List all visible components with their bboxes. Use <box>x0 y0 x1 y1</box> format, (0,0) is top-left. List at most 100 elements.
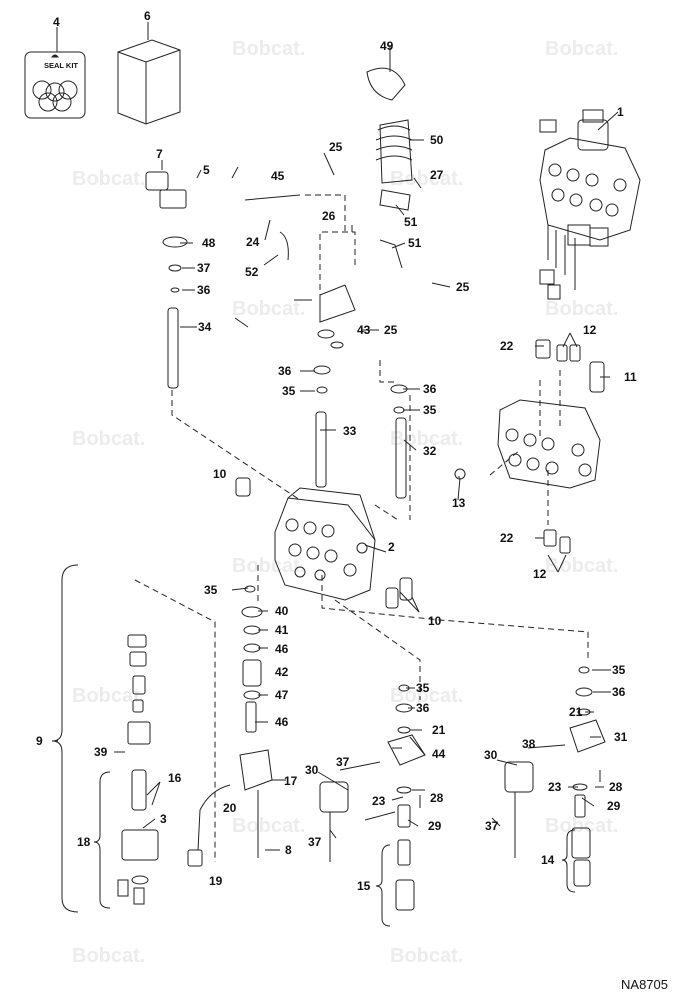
callout-label: 40 <box>275 604 289 618</box>
callout-label: 52 <box>245 265 259 279</box>
callout-label: 21 <box>569 705 583 719</box>
watermark: Bobcat. <box>545 298 619 320</box>
callout-label: 35 <box>204 583 218 597</box>
callout-label: 45 <box>271 169 285 183</box>
seal-kit-label: SEAL KIT <box>43 61 79 70</box>
valve-assembly-1 <box>539 109 641 300</box>
callout-label: 16 <box>168 771 182 785</box>
right-column-parts <box>504 666 606 887</box>
watermark: Bobcat. <box>72 945 146 967</box>
watermark: Bobcat. <box>390 428 464 450</box>
callout-label: 8 <box>285 843 292 857</box>
callout-label: 17 <box>284 774 298 788</box>
callout-label: 32 <box>423 444 437 458</box>
callout-label: 50 <box>430 133 444 147</box>
callout-label: 37 <box>308 835 322 849</box>
callout-label: 25 <box>384 323 398 337</box>
callout-label: 34 <box>198 320 212 334</box>
brace-9 <box>51 564 79 913</box>
lower-left-parts <box>117 634 159 905</box>
callout-label: 31 <box>614 730 628 744</box>
center-right-parts <box>319 684 426 911</box>
callout-label: 25 <box>456 280 470 294</box>
brace-18 <box>93 771 111 909</box>
callout-label: 36 <box>197 283 211 297</box>
callout-label: 18 <box>77 835 91 849</box>
callout-label: 41 <box>275 623 289 637</box>
watermark: Bobcat. <box>72 428 146 450</box>
callout-label: 26 <box>322 209 336 223</box>
callout-label: 42 <box>275 665 289 679</box>
watermark: Bobcat. <box>545 38 619 60</box>
watermark: Bobcat. <box>232 298 306 320</box>
callout-label: 23 <box>548 780 562 794</box>
drawing-code: NA8705 <box>621 977 668 992</box>
callout-label: 22 <box>500 531 514 545</box>
callout-label: 33 <box>343 424 357 438</box>
callout-label: 35 <box>282 384 296 398</box>
callout-label: 27 <box>430 168 444 182</box>
callout-label: 25 <box>329 140 343 154</box>
callout-label: 38 <box>522 737 536 751</box>
callout-label: 37 <box>197 261 211 275</box>
callout-label: 44 <box>432 747 446 761</box>
callout-label: 46 <box>275 715 289 729</box>
callout-label: 36 <box>612 685 626 699</box>
watermark: Bobcat. <box>545 815 619 837</box>
callout-label: 30 <box>484 748 498 762</box>
callout-label: 35 <box>612 663 626 677</box>
callout-label: 12 <box>583 323 597 337</box>
callout-label: 46 <box>275 642 289 656</box>
callout-label: 28 <box>609 780 623 794</box>
callout-label: 3 <box>160 812 167 826</box>
callout-label: 24 <box>246 235 260 249</box>
callout-label: 13 <box>452 496 466 510</box>
watermark: Bobcat. <box>232 38 306 60</box>
parts-box <box>117 39 181 125</box>
callout-label: 11 <box>624 370 637 384</box>
watermark: Bobcat. <box>390 945 464 967</box>
callout-label: 15 <box>357 879 371 893</box>
callout-label: 19 <box>209 874 223 888</box>
callout-label: 2 <box>388 540 395 554</box>
brace-15 <box>375 844 391 927</box>
callout-label: 23 <box>372 794 386 808</box>
callout-label: 29 <box>428 819 442 833</box>
callout-label: 36 <box>416 701 430 715</box>
callout-label: 30 <box>305 763 319 777</box>
callout-label: 22 <box>500 339 514 353</box>
watermark: Bobcat. <box>390 168 464 190</box>
callout-label: 51 <box>404 215 418 229</box>
callout-label: 4 <box>53 15 60 29</box>
callout-label: 29 <box>607 799 621 813</box>
callout-label: 28 <box>430 791 444 805</box>
main-valve-body <box>274 487 376 601</box>
callout-label: 10 <box>428 614 442 628</box>
callout-label: 35 <box>416 681 430 695</box>
callout-label: 39 <box>94 745 108 759</box>
watermark: Bobcat. <box>72 168 146 190</box>
callout-label: 12 <box>533 567 547 581</box>
callout-label: 36 <box>278 364 292 378</box>
callout-label: 48 <box>202 236 216 250</box>
callout-label: 1 <box>617 105 624 119</box>
callout-label: 14 <box>541 853 555 867</box>
callout-label: 35 <box>423 403 437 417</box>
callout-label: 5 <box>203 163 210 177</box>
watermark: Bobcat. <box>72 685 146 707</box>
callout-label: 6 <box>144 9 151 23</box>
watermark: Bobcat. <box>390 685 464 707</box>
callout-label: 37 <box>485 819 499 833</box>
callout-label: 20 <box>223 801 237 815</box>
callout-label: 47 <box>275 688 289 702</box>
spool-parts <box>145 67 413 609</box>
callout-label: 7 <box>156 147 163 161</box>
callout-label: 21 <box>432 723 446 737</box>
seal-kit-box <box>24 51 86 119</box>
callout-label: 43 <box>357 323 371 337</box>
center-column-parts <box>187 585 273 867</box>
valve-assembly-12 <box>454 339 605 554</box>
callout-label: 51 <box>408 236 422 250</box>
